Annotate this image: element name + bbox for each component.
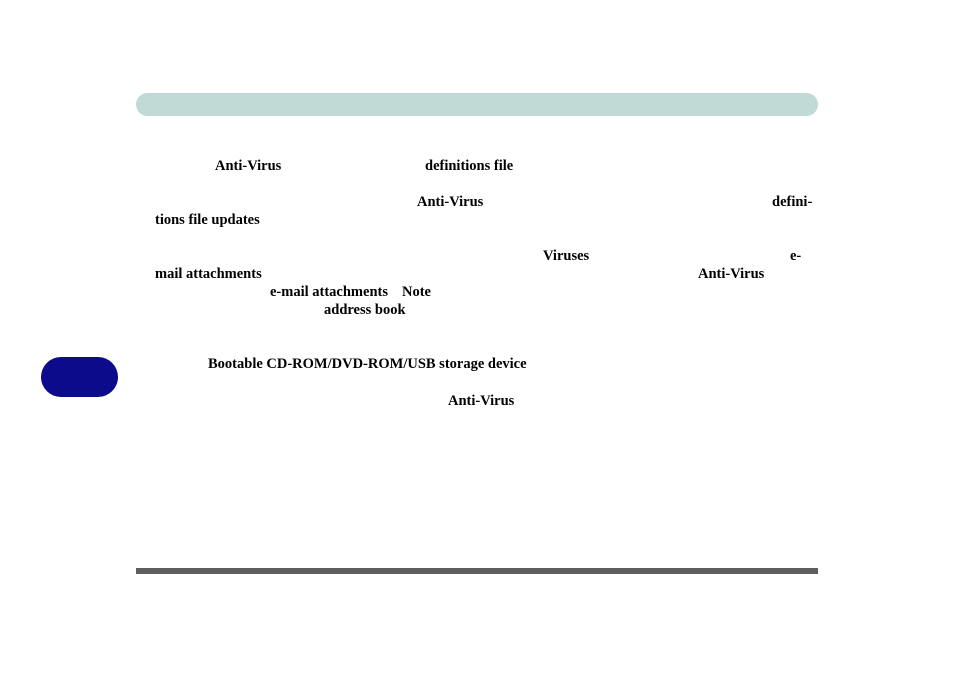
term-address-book: address book: [324, 302, 406, 318]
term-bootable-device: Bootable CD-ROM/DVD-ROM/USB storage devi…: [208, 356, 527, 372]
term-definitions-updates-part1: defini-: [772, 194, 813, 210]
term-anti-virus: Anti-Virus: [417, 194, 484, 210]
term-email-attachments: e-mail attachments: [270, 284, 388, 300]
term-note: Note: [402, 284, 431, 300]
term-viruses: Viruses: [543, 248, 590, 264]
term-anti-virus: Anti-Virus: [448, 393, 515, 409]
term-email-attachments-part2: mail attachments: [155, 266, 262, 282]
header-bar: [136, 93, 818, 116]
footer-rule: [136, 568, 818, 574]
term-definitions-updates-part2: tions file updates: [155, 212, 260, 228]
term-definitions-file: definitions file: [425, 158, 514, 174]
term-anti-virus: Anti-Virus: [698, 266, 765, 282]
chapter-side-tab: [41, 357, 118, 397]
term-email-attachments-part1: e-: [790, 248, 802, 264]
term-anti-virus: Anti-Virus: [215, 158, 282, 174]
